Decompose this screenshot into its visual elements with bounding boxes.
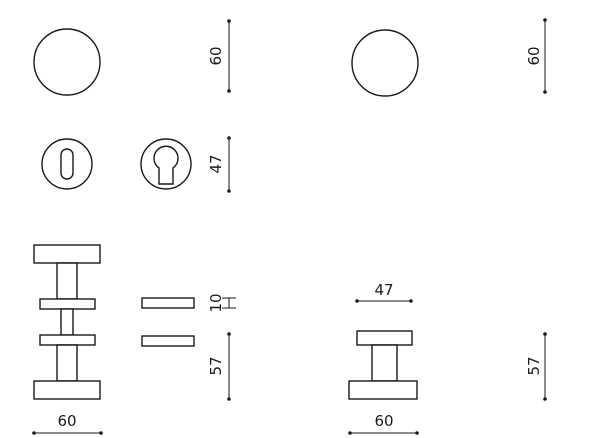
escutcheon-plate-top [141, 297, 195, 309]
dimension-label: 10 [207, 293, 225, 312]
dimension-knob-neck-width: 47 [355, 281, 413, 303]
dimension-label: 57 [207, 356, 225, 375]
rosette-right [351, 29, 419, 97]
dimension-label: 60 [525, 46, 543, 65]
keyhole-escutcheon [41, 138, 93, 190]
dimension-label: 60 [374, 412, 393, 430]
double-knob-side-view [33, 244, 101, 400]
dimension-escutcheon-height: 47 [207, 136, 231, 193]
dimension-rosette-left: 60 [207, 19, 231, 93]
dimension-knob-projection-right: 57 [525, 332, 547, 401]
dimension-knob-width-right: 60 [348, 412, 419, 435]
dimension-knob-projection-left: 57 [207, 332, 231, 401]
dimension-label: 47 [374, 281, 393, 299]
dimension-label: 60 [207, 46, 225, 65]
dimension-plate-thickness: 10 [207, 293, 236, 313]
escutcheon-plate-bottom [141, 335, 195, 347]
dimension-knob-width-left: 60 [32, 412, 103, 435]
rosette-left [33, 28, 101, 96]
dimension-label: 47 [207, 154, 225, 173]
euro-cylinder-escutcheon [140, 138, 192, 190]
dimension-label: 60 [57, 412, 76, 430]
dimension-label: 57 [525, 356, 543, 375]
single-knob-side-view [348, 330, 418, 400]
dimension-rosette-right: 60 [525, 18, 547, 94]
